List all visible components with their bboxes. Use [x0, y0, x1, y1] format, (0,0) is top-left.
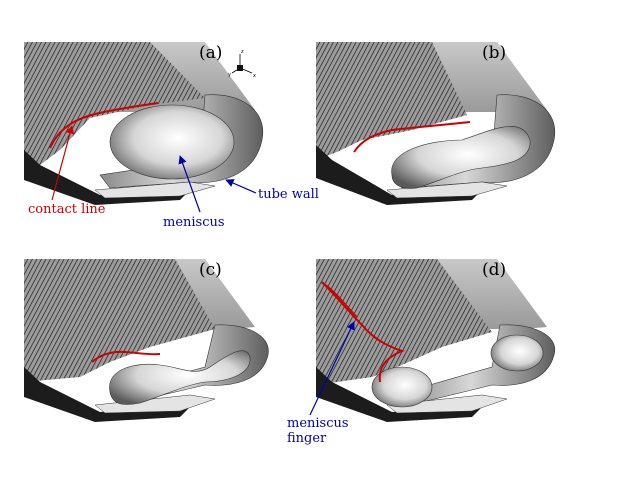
panel-d: (d) [309, 259, 556, 422]
contact-line [91, 350, 161, 363]
panel-c: (c) [24, 259, 269, 422]
panel-label-a: (a) [199, 43, 222, 63]
axis-x-label: x [253, 73, 256, 79]
meniscus-cap [391, 126, 531, 189]
tube-wall-label: tube wall [258, 187, 319, 202]
contact-line-label: contact line [28, 202, 106, 217]
axis-y-label: y [228, 72, 231, 78]
panel-label-c: (c) [199, 260, 222, 280]
meniscus-label: meniscus [163, 215, 225, 230]
tube-bottom-surface [24, 150, 190, 205]
meniscus-cap-right [490, 334, 544, 372]
panel-b: (b) [316, 42, 556, 205]
axis-triad: z y x [228, 49, 256, 79]
panel-label-b: (b) [482, 43, 506, 63]
axis-z-label: z [241, 49, 244, 55]
contact-line [353, 121, 471, 153]
meniscus-cap-left [371, 366, 433, 408]
panel-a: (a) z y x contact line meniscus tube wal… [24, 42, 319, 230]
meniscus-finger-label-2: finger [287, 431, 327, 446]
contact-line [321, 281, 405, 383]
meniscus-finger-label-1: meniscus [287, 416, 349, 431]
panel-label-d: (d) [482, 260, 506, 280]
meniscus-cap [109, 350, 251, 405]
contact-line [49, 102, 159, 149]
meniscus-cap [109, 104, 235, 180]
